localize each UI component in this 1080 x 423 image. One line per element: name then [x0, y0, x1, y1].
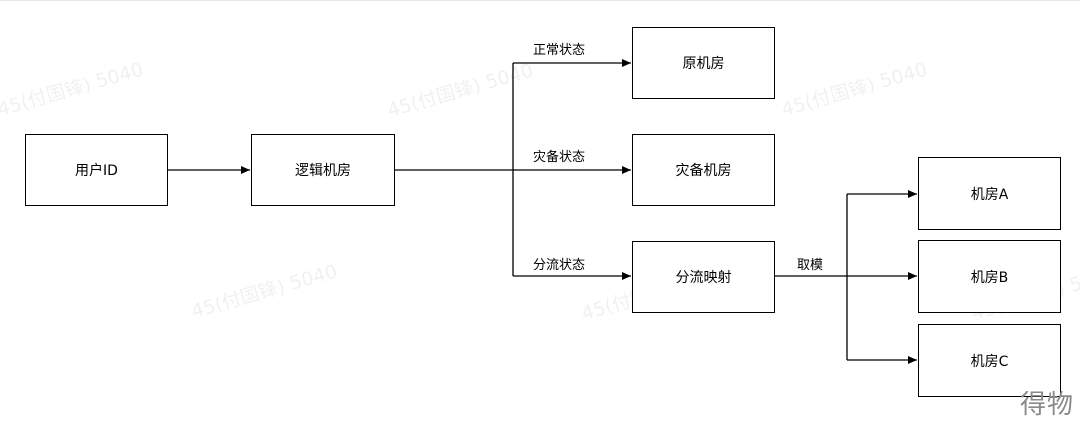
- top-divider: [0, 0, 1080, 1]
- node-dr-room: 灾备机房: [632, 134, 775, 206]
- brand-logo: 得物: [1019, 390, 1074, 420]
- node-split-map: 分流映射: [632, 241, 775, 313]
- node-orig-room: 原机房: [632, 27, 775, 99]
- node-room-b: 机房B: [918, 240, 1061, 313]
- node-label: 原机房: [682, 56, 725, 72]
- edge-label-split: 分流状态: [530, 258, 589, 274]
- node-label: 逻辑机房: [295, 163, 351, 179]
- node-label: 机房B: [970, 269, 1009, 286]
- edge-label-disaster: 灾备状态: [530, 150, 589, 166]
- edge-label-modulo: 取模: [794, 258, 827, 274]
- node-label: 机房C: [970, 353, 1009, 370]
- node-room-a: 机房A: [918, 157, 1061, 230]
- node-label: 用户ID: [75, 163, 118, 179]
- node-logic-room: 逻辑机房: [251, 134, 395, 206]
- node-room-c: 机房C: [918, 324, 1061, 397]
- node-label: 灾备机房: [675, 163, 732, 179]
- node-label: 分流映射: [675, 270, 732, 286]
- node-user-id: 用户ID: [25, 134, 168, 206]
- edge-label-normal: 正常状态: [530, 43, 589, 59]
- node-label: 机房A: [970, 186, 1009, 203]
